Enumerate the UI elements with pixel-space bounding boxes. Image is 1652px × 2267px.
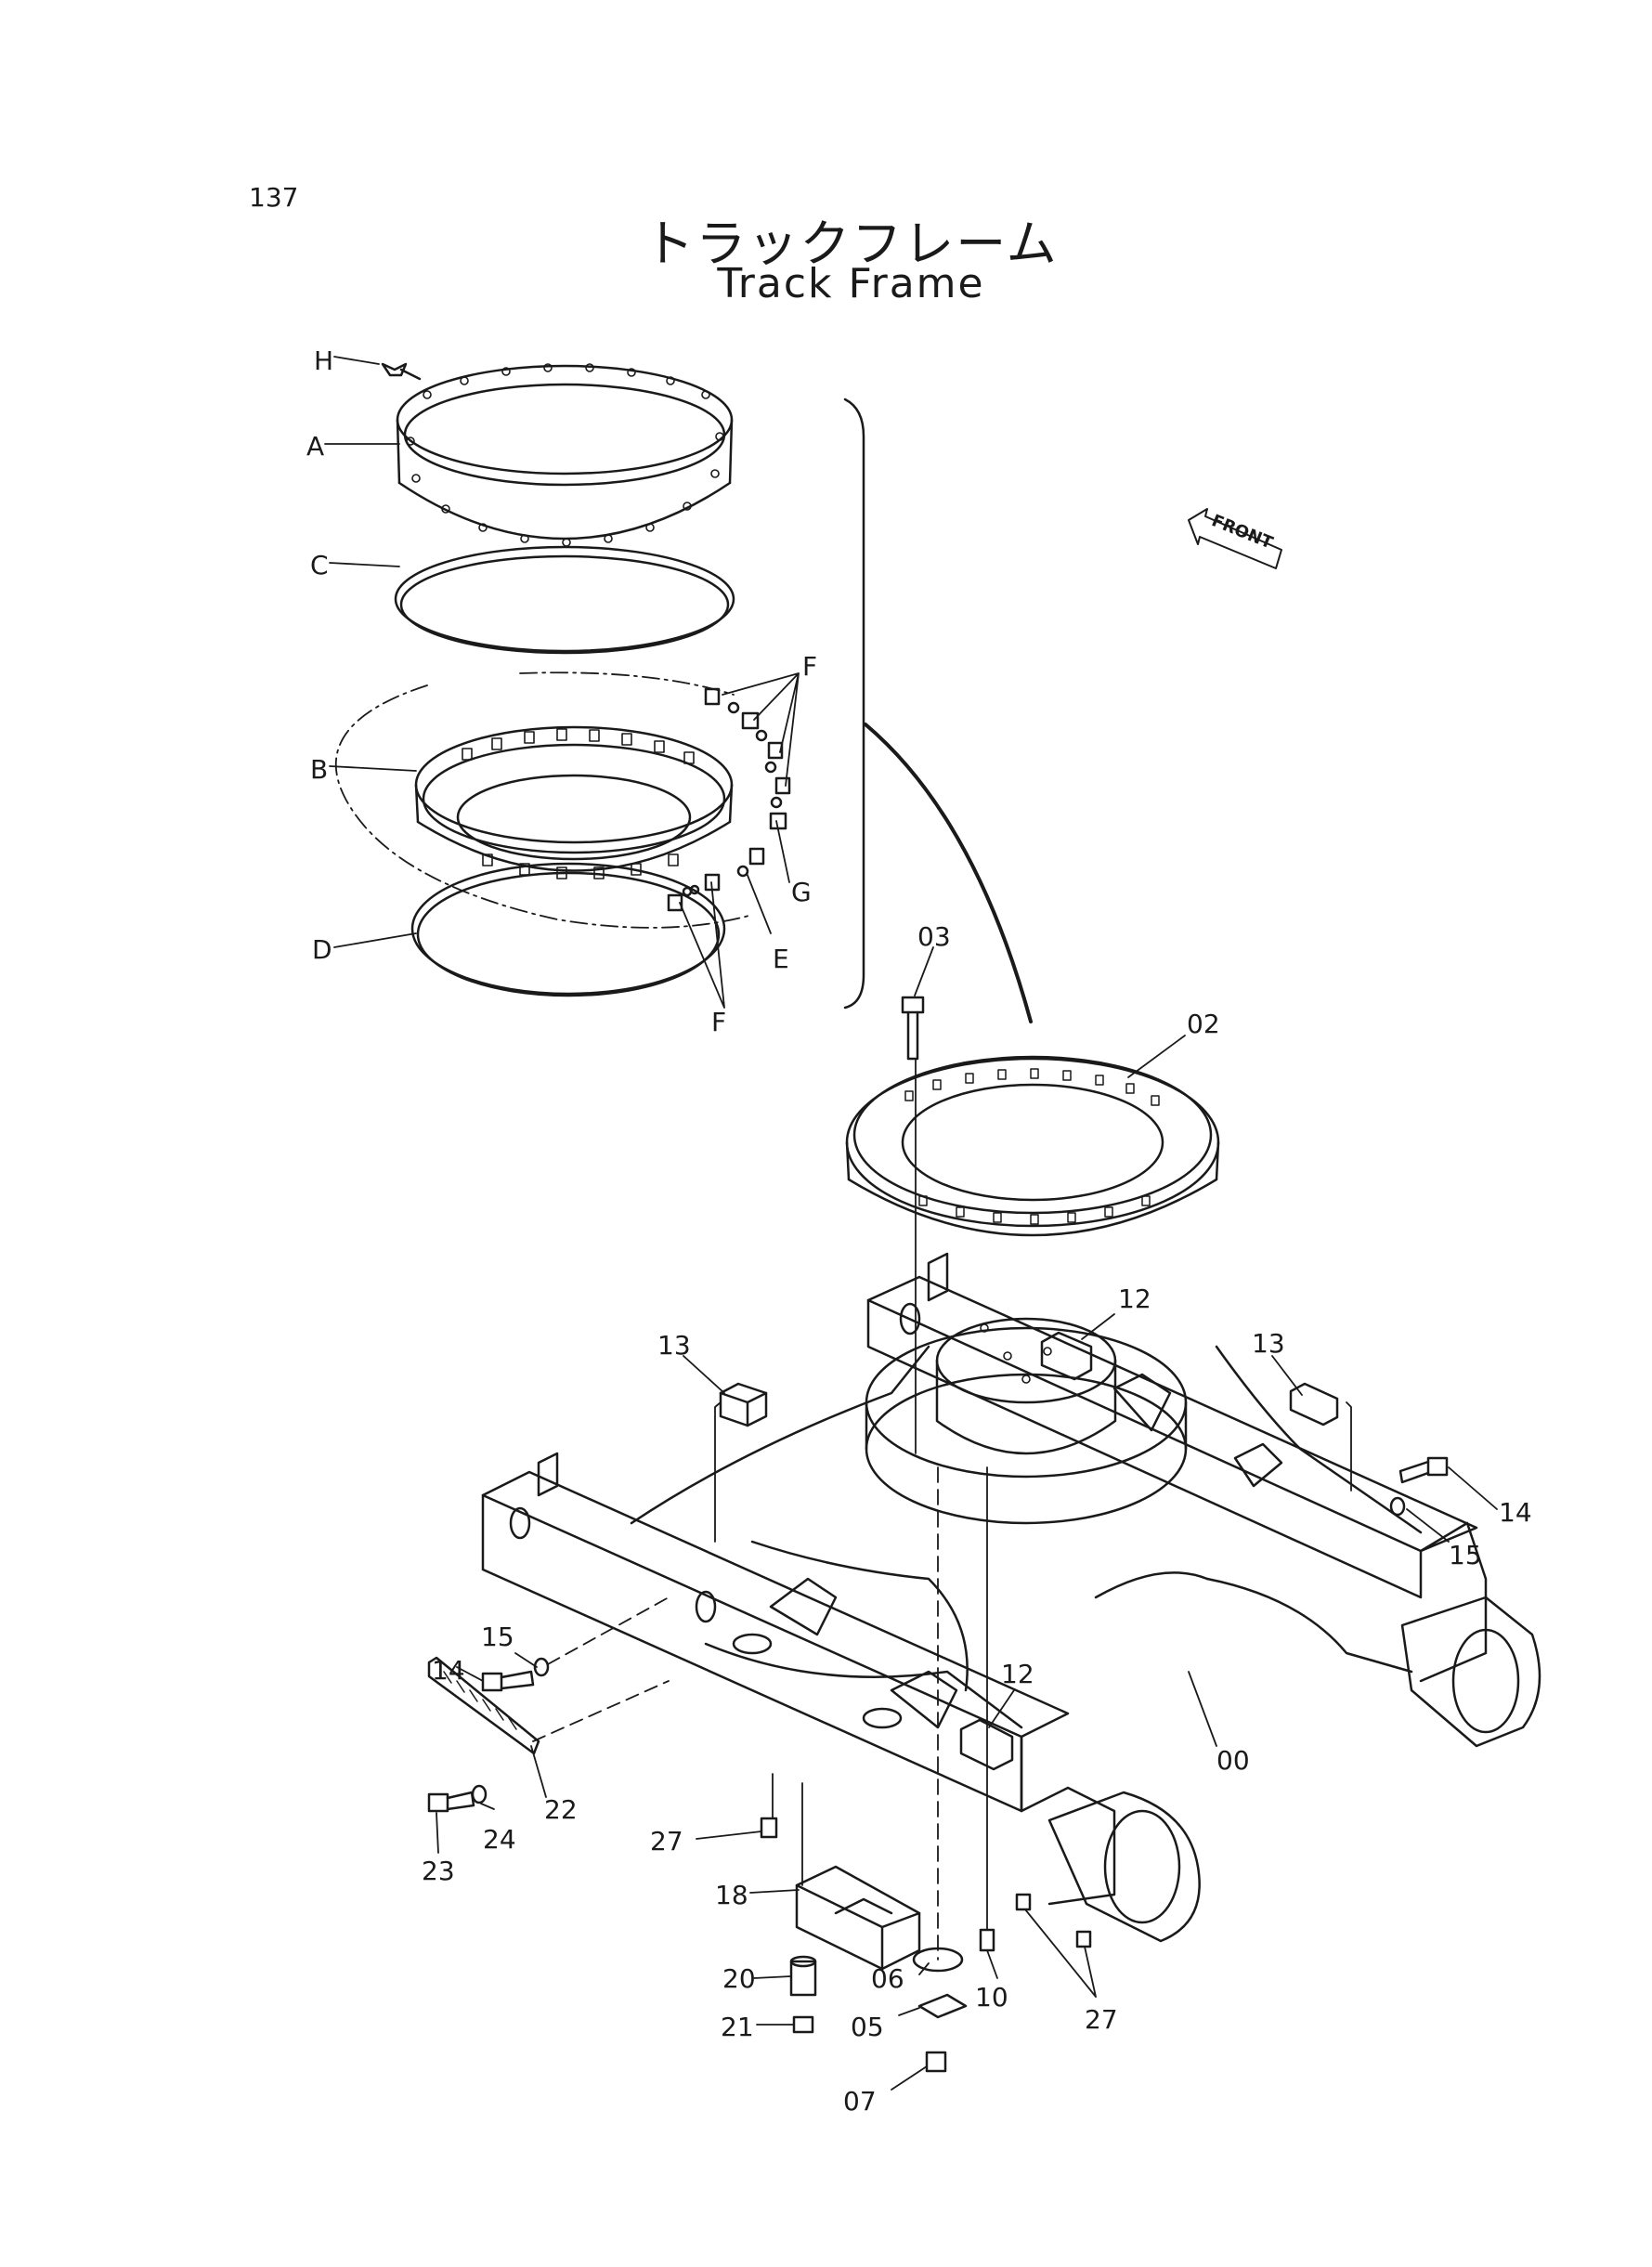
assembly-lines: [532, 1058, 1352, 1961]
cover-13-left: [719, 1382, 768, 1427]
callout-13-right: 13: [1252, 1328, 1285, 1359]
caps-27-right: [1015, 1893, 1092, 1948]
guard-22: [427, 1656, 540, 1755]
bolt-23: [427, 1791, 475, 1813]
front-label: FRONT: [1209, 511, 1276, 554]
callout-00: 00: [1216, 1745, 1250, 1776]
callout-05: 05: [851, 2012, 884, 2042]
bolt-21: [792, 2015, 814, 2034]
front-arrow-icon: [1188, 508, 1282, 569]
callout-27-left: 27: [650, 1826, 683, 1857]
callout-24: 24: [483, 1824, 516, 1855]
callout-B: B: [310, 754, 328, 785]
leaders-upper: [324, 356, 800, 1009]
callout-18: 18: [715, 1880, 748, 1910]
callout-13-left: 13: [657, 1330, 691, 1361]
callout-22: 22: [544, 1794, 578, 1825]
title-japanese: トラックフレーム: [644, 215, 1059, 273]
callout-G: G: [791, 877, 812, 907]
callout-F-bottom: F: [711, 1007, 726, 1037]
callout-H: H: [314, 345, 333, 376]
callout-07: 07: [843, 2086, 877, 2117]
callout-27-right: 27: [1085, 2004, 1118, 2035]
callout-06: 06: [871, 1963, 904, 1994]
bushing-20: [789, 1955, 817, 1997]
bolt-H: [381, 362, 422, 381]
cap-27-left: [760, 1817, 778, 1839]
cover-13-right: [1289, 1382, 1339, 1427]
page-number: 137: [249, 182, 299, 213]
balls-and-spacers-F-G-E: [667, 687, 791, 912]
callout-14-left: 14: [432, 1655, 465, 1686]
title-english: Track Frame: [717, 260, 985, 307]
bearing-outer-ring-A: [396, 363, 734, 547]
fitting-10: [979, 1928, 995, 1952]
assembly-curve-to-02: [864, 723, 1033, 1023]
race-ring-B: [414, 725, 734, 879]
seal-ring-C: [394, 545, 735, 655]
callout-15-right: 15: [1449, 1540, 1482, 1570]
callout-03: 03: [917, 921, 951, 952]
callout-02: 02: [1187, 1009, 1220, 1039]
callout-labels: H A C B D F F G E 03 02 12 13 13 14 15 1…: [306, 345, 1532, 2117]
callout-10: 10: [975, 1982, 1008, 2013]
plate-05: [917, 1993, 968, 2019]
bolt-03: [901, 996, 925, 1061]
callout-C: C: [310, 550, 329, 580]
callout-15-left: 15: [481, 1622, 514, 1652]
callout-23: 23: [422, 1856, 455, 1886]
track-frame-00: [481, 1252, 1541, 1943]
callout-14-right: 14: [1499, 1497, 1532, 1528]
pad-12-top: [1040, 1331, 1093, 1381]
bolt-14-left: [481, 1670, 535, 1692]
callout-20: 20: [722, 1963, 756, 1994]
turntable-ring-02: [845, 1055, 1220, 1237]
assembly-bracket: [843, 397, 865, 1010]
leaders-02-03: [914, 946, 1186, 1078]
callout-F-top: F: [802, 651, 817, 682]
callout-12-mid: 12: [1001, 1659, 1034, 1689]
callout-A: A: [306, 431, 324, 462]
callout-E: E: [773, 944, 789, 974]
washer-15-right: [1389, 1496, 1406, 1517]
bolt-14-right: [1398, 1456, 1449, 1484]
pad-12-mid: [959, 1718, 1014, 1771]
support-18: [795, 1865, 921, 1971]
leaders-lower: [436, 1313, 1498, 2091]
bolt-07: [925, 2051, 947, 2073]
callout-D: D: [312, 934, 332, 965]
washer-15-left: [533, 1657, 550, 1677]
callout-21: 21: [721, 2012, 754, 2042]
washer-24: [471, 1784, 488, 1804]
seal-ring-D: [410, 862, 726, 997]
callout-12-top: 12: [1118, 1283, 1151, 1314]
